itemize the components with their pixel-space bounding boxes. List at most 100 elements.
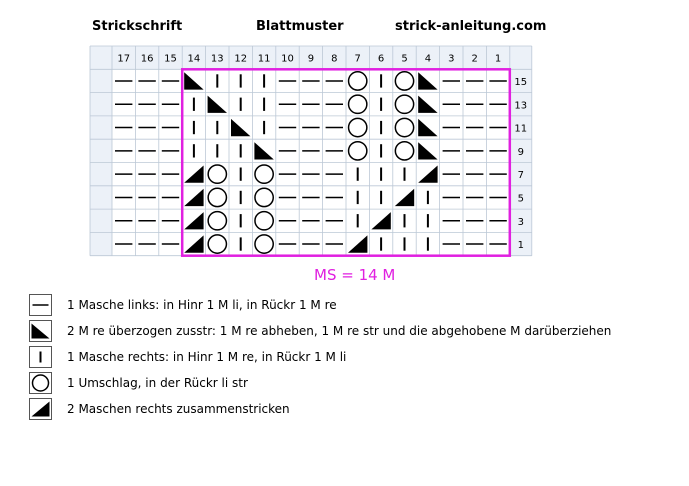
row-number: 13 [514, 100, 527, 111]
chart-cell [182, 139, 206, 163]
chart-cell [252, 92, 276, 116]
cell-background [205, 209, 229, 233]
chart-cell [439, 232, 463, 256]
yarn-over-symbol [347, 140, 368, 161]
chart-cell [486, 209, 510, 233]
chart-cell [182, 92, 206, 116]
yarn-over-symbol [347, 71, 368, 91]
chart-cell [392, 232, 417, 256]
yarn-over-symbol [394, 94, 415, 115]
chart-cell [252, 69, 276, 93]
chart-cell [369, 139, 393, 163]
chart-cell [299, 185, 323, 210]
chart-title-left: Strickschrift [92, 19, 183, 34]
column-number: 2 [472, 54, 478, 65]
yarn-over-symbol [254, 210, 275, 231]
row-number: 11 [514, 124, 527, 135]
k2tog-symbol [184, 165, 204, 183]
chart-cell [112, 92, 136, 116]
ssk-symbol [184, 72, 204, 90]
chart-cell [346, 69, 370, 93]
chart-cell [252, 185, 276, 210]
chart-cell [252, 209, 276, 233]
chart-cell [416, 185, 440, 210]
chart-cell [463, 115, 487, 140]
chart-cell [392, 115, 417, 140]
chart-cell [205, 92, 229, 116]
legend-text: 1 Masche rechts: in Hinr 1 M re, in Rück… [67, 350, 347, 364]
chart-cell [486, 185, 510, 210]
cell-background [392, 69, 417, 93]
chart-cell [322, 185, 346, 210]
column-number: 8 [331, 54, 337, 65]
chart-cell [252, 115, 276, 140]
chart-cell [463, 92, 487, 116]
chart-cell [369, 232, 393, 256]
chart-cell [275, 185, 300, 210]
ssk-symbol [231, 118, 251, 137]
chart-cell [205, 139, 229, 163]
column-number: 13 [211, 54, 224, 65]
yarn-over-symbol [31, 374, 50, 392]
yarn-over-symbol [347, 94, 368, 115]
chart-cell [205, 232, 229, 256]
chart-cell [182, 209, 206, 233]
chart-cell [369, 69, 393, 93]
chart-cell [135, 209, 159, 233]
chart-cell [439, 139, 463, 163]
yarn-over-symbol [207, 234, 228, 254]
chart-cell [182, 69, 206, 93]
legend-text: 2 Maschen rechts zusammenstricken [67, 402, 290, 416]
chart-cell [275, 69, 300, 93]
chart-cell [229, 162, 253, 186]
chart-cell [439, 69, 463, 93]
chart-cell [322, 209, 346, 233]
column-header-band [90, 46, 532, 70]
chart-cell [416, 115, 440, 140]
chart-cell [205, 69, 229, 93]
chart-cell [229, 139, 253, 163]
k2tog-symbol [184, 212, 204, 230]
k2tog-symbol [184, 235, 204, 253]
chart-cell [112, 209, 136, 233]
chart-cell [112, 139, 136, 163]
chart-cell [135, 232, 159, 256]
chart-cell [392, 185, 417, 210]
chart-cell [135, 139, 159, 163]
chart-cell [346, 232, 370, 256]
repeat-label: MS = 14 M [314, 266, 396, 284]
chart-cell [392, 209, 417, 233]
legend-text: 1 Masche links: in Hinr 1 M li, in Rückr… [67, 298, 337, 312]
chart-cell [252, 232, 276, 256]
chart-cell [299, 232, 323, 256]
ssk-symbol [418, 142, 438, 160]
vertical-bar-icon [29, 346, 52, 368]
chart-cell [369, 92, 393, 116]
chart-cell [229, 115, 253, 140]
yarn-over-symbol [394, 140, 415, 161]
chart-cell [112, 69, 136, 93]
chart-cell [322, 232, 346, 256]
chart-cell [275, 232, 300, 256]
chart-cell [322, 92, 346, 116]
column-number: 10 [281, 54, 294, 65]
column-number: 5 [401, 54, 407, 65]
chart-cell [299, 115, 323, 140]
chart-cell [275, 92, 300, 116]
repeat-box [180, 68, 512, 257]
chart-cell [463, 162, 487, 186]
chart-cell [322, 139, 346, 163]
chart-cell [205, 162, 229, 186]
chart-cell [486, 232, 510, 256]
cell-background [205, 232, 229, 256]
chart-cell [229, 185, 253, 210]
chart-cell [112, 232, 136, 256]
chart-cell [112, 162, 136, 186]
chart-cell [369, 209, 393, 233]
chart-cell [299, 69, 323, 93]
left-triangle-icon [29, 320, 52, 342]
chart-cell [346, 162, 370, 186]
cell-background [392, 115, 417, 140]
yarn-over-symbol [394, 71, 415, 91]
yarn-over-symbol [254, 164, 275, 185]
